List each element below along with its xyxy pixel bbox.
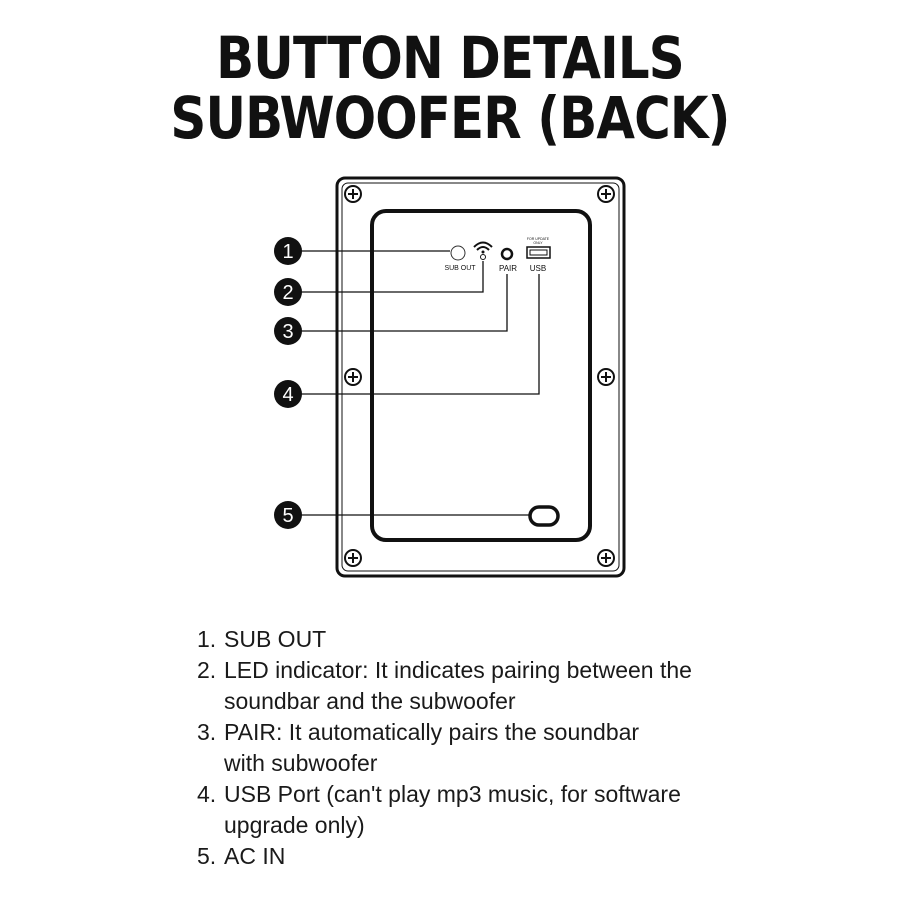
led-indicator xyxy=(480,254,486,260)
description-list: 1. SUB OUT 2. LED indicator: It indicate… xyxy=(197,624,817,872)
sub-out-label: SUB OUT xyxy=(444,265,476,272)
description-item-5: 5. AC IN xyxy=(197,841,817,872)
callout-5-number: 5 xyxy=(282,505,293,527)
callout-3-number: 3 xyxy=(282,321,293,343)
usb-label: USB xyxy=(530,264,546,273)
description-number: 3. xyxy=(197,719,217,745)
callout-1-number: 1 xyxy=(282,241,293,263)
description-item-2: 2. LED indicator: It indicates pairing b… xyxy=(197,655,817,717)
callout-2: 2 xyxy=(274,278,302,306)
description-number: 1. xyxy=(197,626,217,652)
screw-bottom-left xyxy=(344,549,362,567)
callout-5: 5 xyxy=(274,501,302,529)
pair-label: PAIR xyxy=(499,264,517,273)
usb-note-line-1: FOR UPDATE xyxy=(527,237,550,241)
description-text: USB Port (can't play mp3 music, for soft… xyxy=(224,781,681,838)
callout-3: 3 xyxy=(274,317,302,345)
screw-bottom-right xyxy=(597,549,615,567)
leader-line-3 xyxy=(301,274,508,332)
title-line-1: BUTTON DETAILS xyxy=(216,24,685,92)
callout-1: 1 xyxy=(274,237,302,265)
screw-top-right xyxy=(597,185,615,203)
description-item-1: 1. SUB OUT xyxy=(197,624,817,655)
usb-port-slot xyxy=(529,249,548,256)
description-item-3: 3. PAIR: It automatically pairs the soun… xyxy=(197,717,817,779)
sub-out-port xyxy=(450,245,466,261)
screw-top-left xyxy=(344,185,362,203)
wifi-icon xyxy=(473,241,493,254)
description-text: SUB OUT xyxy=(224,626,327,652)
pair-button xyxy=(500,247,514,261)
description-text: AC IN xyxy=(224,843,286,869)
callout-4-number: 4 xyxy=(282,384,293,406)
callout-4: 4 xyxy=(274,380,302,408)
description-item-4: 4. USB Port (can't play mp3 music, for s… xyxy=(197,779,817,841)
outer-panel-inner-edge xyxy=(341,182,620,572)
screw-mid-left xyxy=(344,368,362,386)
description-number: 4. xyxy=(197,781,217,807)
diagram-title: BUTTON DETAILS SUBWOOFER (BACK) xyxy=(63,28,837,148)
ac-in-socket xyxy=(528,505,560,527)
callout-2-number: 2 xyxy=(282,282,293,304)
leader-line-4 xyxy=(301,274,540,395)
description-text: PAIR: It automatically pairs the soundba… xyxy=(224,719,640,776)
title-line-2: SUBWOOFER (BACK) xyxy=(170,84,730,152)
screw-mid-right xyxy=(597,368,615,386)
usb-note-line-2: ONLY xyxy=(533,241,543,245)
inner-panel xyxy=(370,209,592,542)
description-number: 2. xyxy=(197,657,217,683)
leader-line-2 xyxy=(301,261,484,293)
description-text: LED indicator: It indicates pairing betw… xyxy=(224,657,692,714)
usb-port xyxy=(526,246,551,259)
description-number: 5. xyxy=(197,843,217,869)
